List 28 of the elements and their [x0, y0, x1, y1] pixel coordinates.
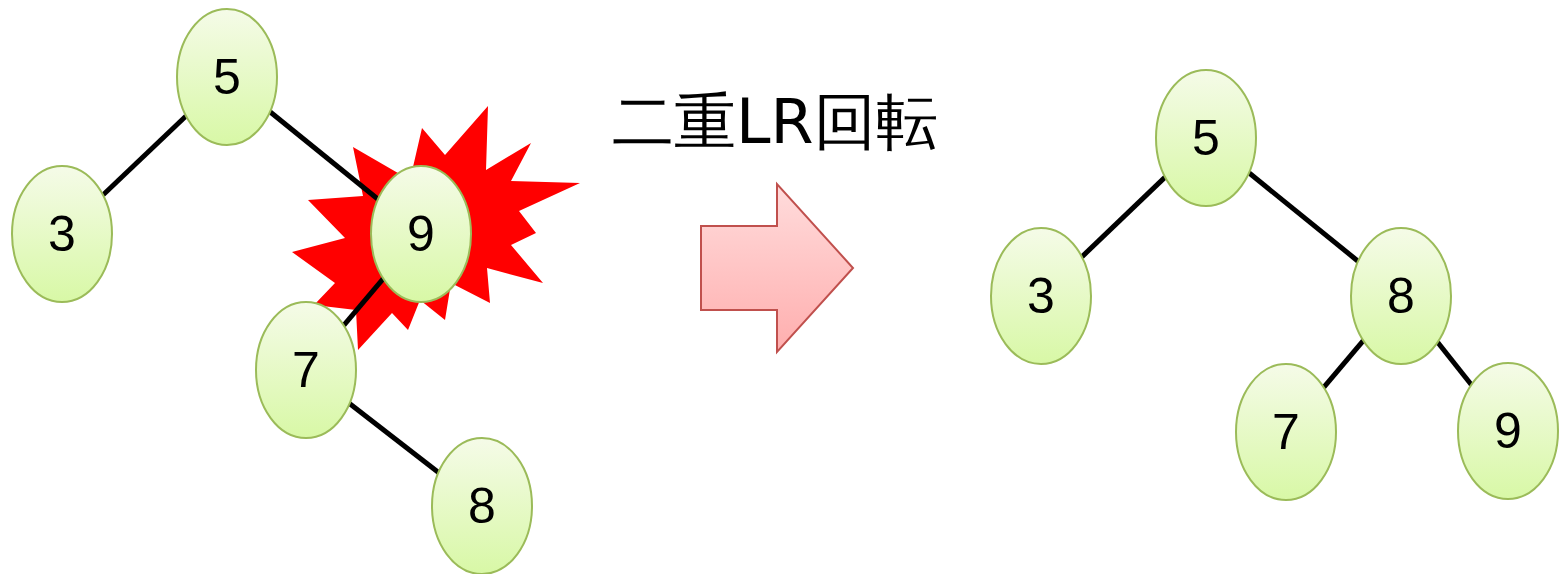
tree-edge	[1080, 175, 1167, 259]
tree-edge	[1435, 340, 1474, 387]
node-value: 7	[292, 345, 320, 395]
tree-edge	[341, 277, 386, 327]
tree-node	[1154, 68, 1258, 208]
node-value: 3	[1027, 271, 1055, 321]
tree-node	[1456, 361, 1560, 501]
tree-edge	[1321, 339, 1366, 389]
tree-edge	[268, 109, 380, 202]
tree-node	[10, 164, 114, 304]
node-value: 8	[468, 481, 496, 531]
node-value: 5	[213, 52, 241, 102]
tree-node	[430, 436, 534, 574]
title: 二重LR回転	[612, 88, 938, 157]
tree-node	[254, 300, 358, 440]
node-value: 9	[1494, 406, 1522, 456]
tree-edge	[101, 114, 188, 197]
node-value: 9	[407, 209, 435, 259]
node-value: 8	[1387, 271, 1415, 321]
tree-node	[175, 7, 279, 147]
tree-node	[1349, 226, 1453, 366]
node-value: 3	[48, 209, 76, 259]
tree-edge	[1247, 170, 1360, 264]
node-value: 5	[1192, 113, 1220, 163]
tree-node	[1234, 362, 1338, 502]
node-value: 7	[1272, 407, 1300, 457]
tree-node	[369, 164, 473, 304]
tree-node	[989, 226, 1093, 366]
